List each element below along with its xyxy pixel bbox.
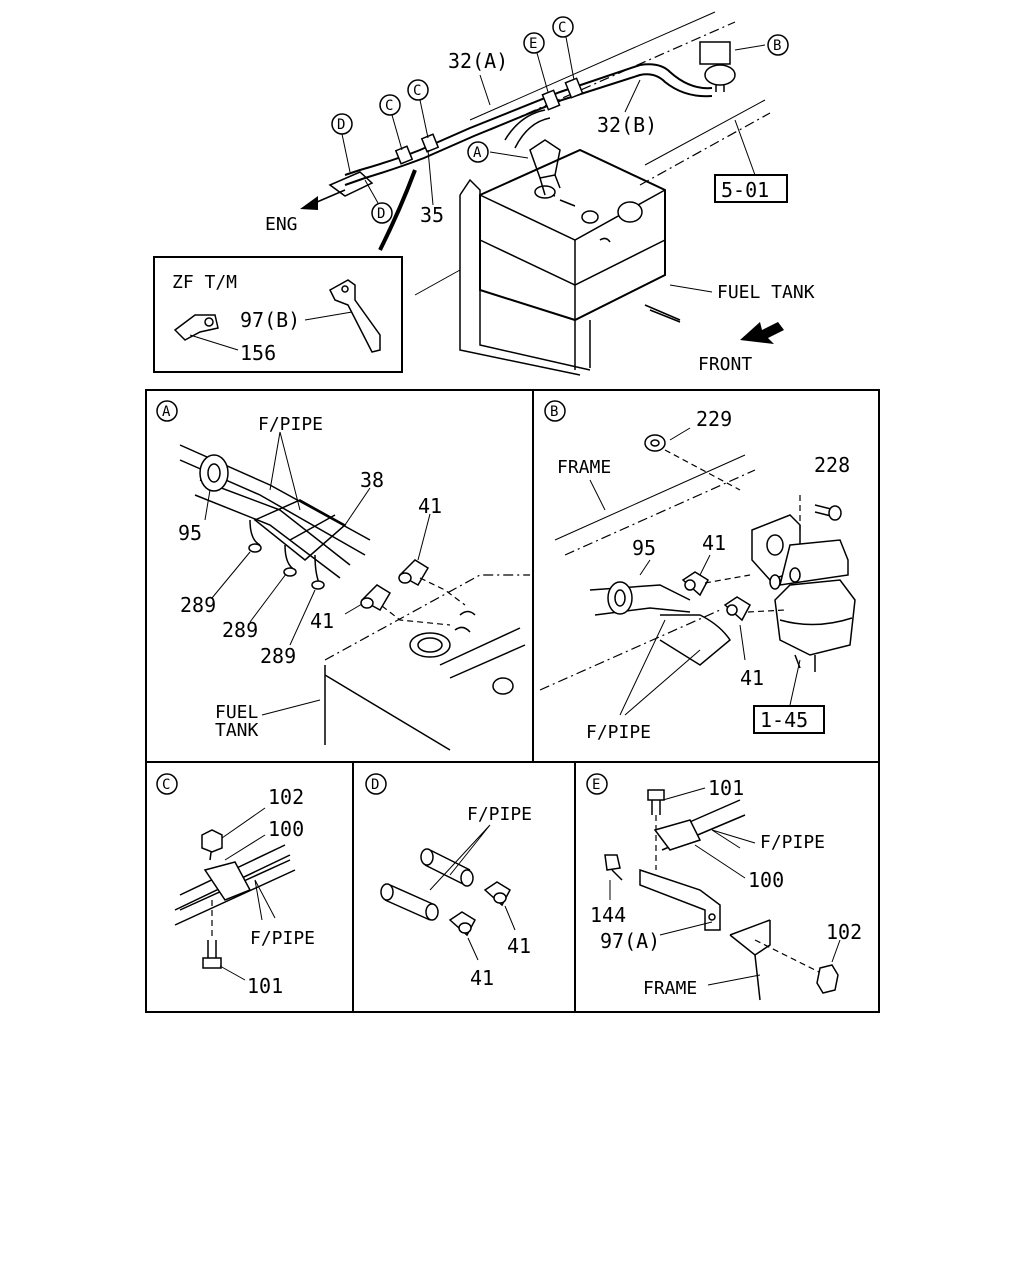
panel-e-tag: E <box>592 777 600 793</box>
callout-c-1: C <box>385 98 393 114</box>
detail-grid <box>145 389 880 1013</box>
label-a-41a: 41 <box>418 494 442 518</box>
label-b-229: 229 <box>696 407 732 431</box>
label-a-289b: 289 <box>222 618 258 642</box>
label-d-41a: 41 <box>507 934 531 958</box>
label-97b: 97(B) <box>240 308 300 332</box>
top-overview: 32(A) 32(B) 35 ENG 5-01 FUEL TANK FRONT … <box>153 11 815 376</box>
label-e-97a: 97(A) <box>600 929 660 953</box>
label-b-95: 95 <box>632 536 656 560</box>
panel-e: E 101 F/PIPE 100 144 97(A) 102 F <box>586 773 862 1001</box>
callout-c-2: C <box>413 83 421 99</box>
label-a-fpipe: F/PIPE <box>258 414 323 435</box>
callout-a-1: A <box>473 145 482 161</box>
label-35: 35 <box>420 203 444 227</box>
panel-c: C 102 100 F/PIPE 101 <box>156 773 315 998</box>
label-32b: 32(B) <box>597 113 657 137</box>
callout-b-1: B <box>773 38 781 54</box>
label-a-41b: 41 <box>310 609 334 633</box>
label-e-fpipe: F/PIPE <box>760 832 825 853</box>
label-e-102: 102 <box>826 920 862 944</box>
label-b-frame: FRAME <box>557 457 611 478</box>
label-156: 156 <box>240 341 276 365</box>
panel-d: D F/PIPE 41 41 <box>365 773 532 990</box>
label-a-289c: 289 <box>260 644 296 668</box>
label-fuel-tank: FUEL TANK <box>717 282 815 303</box>
label-d-fpipe: F/PIPE <box>467 804 532 825</box>
label-c-102: 102 <box>268 785 304 809</box>
label-b-ref: 1-45 <box>760 708 808 732</box>
panel-a-tag: A <box>162 404 171 420</box>
callout-d-1: D <box>337 117 345 133</box>
label-ref-5-01: 5-01 <box>721 178 769 202</box>
label-c-fpipe: F/PIPE <box>250 928 315 949</box>
inset-title: ZF T/M <box>172 272 237 293</box>
panel-b: B <box>539 400 856 743</box>
label-b-228: 228 <box>814 453 850 477</box>
panel-d-tag: D <box>371 777 379 793</box>
inset-zf-tm: ZF T/M 97(B) 156 <box>153 256 403 373</box>
label-b-41a: 41 <box>702 531 726 555</box>
label-c-101: 101 <box>247 974 283 998</box>
label-a-95: 95 <box>178 521 202 545</box>
panel-c-tag: C <box>162 777 170 793</box>
label-a-289a: 289 <box>180 593 216 617</box>
callout-c-3: C <box>558 20 566 36</box>
panel-b-tag: B <box>550 404 558 420</box>
label-e-100: 100 <box>748 868 784 892</box>
label-e-101: 101 <box>708 776 744 800</box>
callout-e-1: E <box>529 36 537 52</box>
label-a-fuel: FUEL <box>215 702 259 723</box>
ref-box-1-45 <box>753 705 825 734</box>
ref-box-5-01 <box>714 174 788 203</box>
label-d-41b: 41 <box>470 966 494 990</box>
label-a-tank: TANK <box>215 720 259 741</box>
label-b-41b: 41 <box>740 666 764 690</box>
label-front: FRONT <box>698 354 752 375</box>
label-b-fpipe: F/PIPE <box>586 722 651 743</box>
panel-a: A <box>156 400 530 751</box>
label-eng: ENG <box>265 214 298 235</box>
label-c-100: 100 <box>268 817 304 841</box>
label-e-frame: FRAME <box>643 978 697 999</box>
fuel-tank <box>459 139 681 376</box>
label-e-144: 144 <box>590 903 626 927</box>
callout-d-2: D <box>377 206 385 222</box>
label-32a: 32(A) <box>448 49 508 73</box>
label-a-38: 38 <box>360 468 384 492</box>
